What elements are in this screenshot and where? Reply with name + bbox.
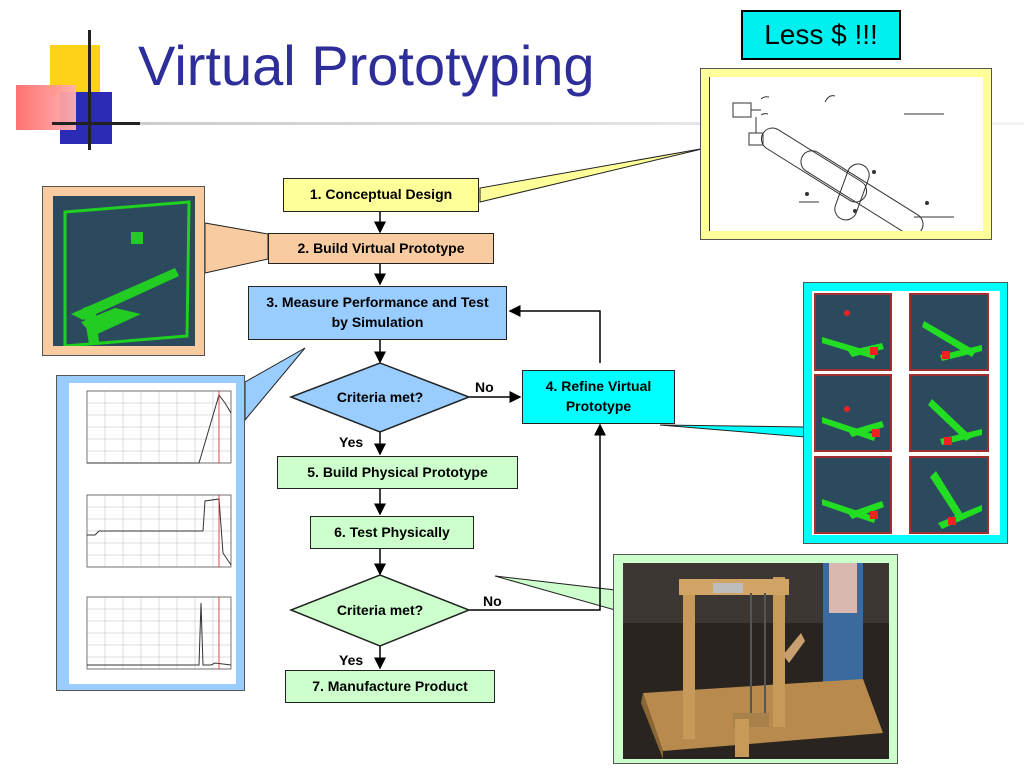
- virtual-model-panel: [42, 186, 205, 356]
- step-build-virtual-prototype: 2. Build Virtual Prototype: [268, 233, 494, 264]
- decision-2-label: Criteria met?: [336, 602, 424, 618]
- title-underline: [140, 122, 1024, 125]
- decision-1-diamond: [288, 362, 472, 433]
- decision-1-label: Criteria met?: [336, 389, 424, 405]
- refinement-frames-panel: [803, 282, 1008, 544]
- logo-decoration: [0, 0, 140, 160]
- mechanism-sketch-image: [709, 77, 983, 231]
- page-title: Virtual Prototyping: [138, 34, 595, 97]
- sketch-panel: [700, 68, 992, 240]
- simulation-plots-image: [86, 390, 232, 670]
- decision-2-yes-label: Yes: [339, 652, 364, 668]
- simulation-plots-panel: [56, 375, 245, 691]
- callout-wedge-refine: [659, 424, 806, 438]
- decision-1-no-label: No: [475, 379, 494, 395]
- callout-wedge-sketch: [479, 147, 707, 203]
- step-conceptual-design: 1. Conceptual Design: [283, 178, 479, 212]
- decision-1-yes-label: Yes: [339, 434, 364, 450]
- decision-2-diamond: [288, 574, 472, 647]
- step-measure-performance: 3. Measure Performance and Test by Simul…: [248, 286, 507, 340]
- step-refine-virtual-prototype: 4. Refine Virtual Prototype: [522, 370, 675, 424]
- refinement-frames-image: [814, 293, 989, 534]
- physical-prototype-panel: [613, 554, 898, 764]
- cost-callout: Less $ !!!: [741, 10, 901, 60]
- callout-wedge-virtual-model: [204, 222, 269, 274]
- callout-wedge-plots: [244, 347, 306, 422]
- step-test-physically: 6. Test Physically: [310, 516, 474, 549]
- physical-prototype-photo: [623, 563, 889, 759]
- decision-2-no-label: No: [483, 593, 502, 609]
- virtual-model-image: [63, 200, 191, 346]
- step-manufacture-product: 7. Manufacture Product: [285, 670, 495, 703]
- callout-wedge-physical: [494, 575, 616, 611]
- step-build-physical-prototype: 5. Build Physical Prototype: [277, 456, 518, 489]
